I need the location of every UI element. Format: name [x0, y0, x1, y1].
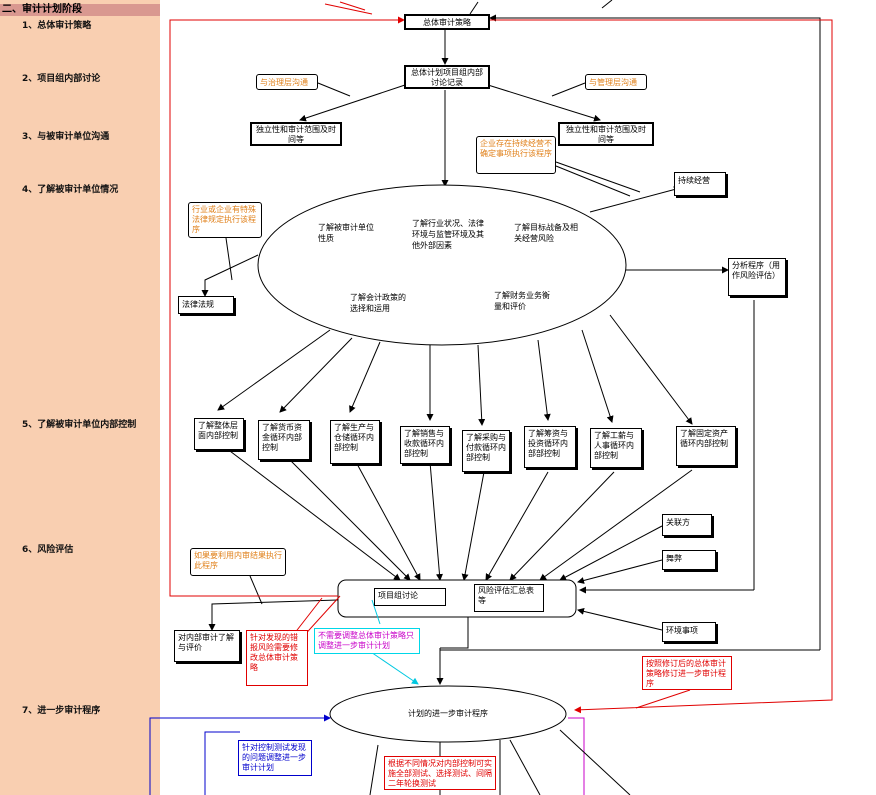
arrow — [589, 186, 681, 213]
down-line — [369, 744, 379, 795]
control-purchase: 了解采购与付款循环内部控制 — [462, 430, 510, 472]
step-further-procedures: 7、进一步审计程序 — [22, 706, 101, 716]
step-team-discussion: 2、项目组内部讨论 — [22, 74, 101, 84]
industry-environment-text: 了解行业状况、法律环境与监管环境及其他外部因素 — [412, 219, 484, 250]
misstatement-callout: 针对发现的错报风险需要修改总体审计策略 — [246, 630, 308, 686]
governance-comm-callout: 与治理层沟通 — [256, 74, 318, 90]
magenta-line — [568, 717, 585, 795]
step-internal-control: 5、了解被审计单位内部控制 — [22, 420, 137, 430]
performance-text: 了解财务业务衡量和评价 — [494, 291, 550, 311]
internal-audit-eval-doc: 对内部审计了解与评价 — [174, 630, 240, 662]
pointer — [555, 165, 631, 197]
pointer — [249, 575, 263, 605]
arrow — [485, 471, 549, 581]
team-discussion-box: 总体计划项目组内部讨论记录 — [404, 65, 490, 89]
step-communication: 3、与被审计单位沟通 — [22, 132, 110, 142]
pointer — [551, 82, 586, 97]
control-financing: 了解筹资与投资循环内部部控制 — [524, 426, 576, 468]
internal-audit-callout: 如果要利用内审结果执行此程序 — [190, 548, 286, 576]
arrow — [429, 461, 443, 581]
further-plan-text: 计划的进一步审计程序 — [408, 709, 488, 718]
risk-summary-box: 风险评估汇总表等 — [474, 584, 544, 612]
arrow — [487, 84, 601, 122]
red-loop-arrow — [169, 16, 405, 597]
related-party-doc: 关联方 — [662, 514, 712, 536]
cyan-arrow — [364, 647, 419, 685]
revised-strategy-callout: 按照修订后的总体审计策略修订进一步审计程序 — [642, 656, 732, 690]
arrow — [509, 471, 615, 581]
no-adjust-callout: 不需要调整总体审计策略只调整进一步审计计划 — [314, 628, 420, 654]
arrow — [217, 329, 331, 411]
control-cash: 了解货币资金循环内部控制 — [258, 420, 310, 460]
red-pointer — [635, 689, 691, 709]
environment-doc: 环境事项 — [662, 622, 716, 642]
understanding-ellipse — [257, 184, 627, 346]
arrow — [559, 525, 663, 581]
control-fixed-assets: 了解固定资产循环内部控制 — [676, 426, 736, 466]
pointer — [225, 237, 233, 281]
independence-left-box: 独立性和审计范围及时间等 — [250, 122, 342, 146]
red-stroke — [324, 3, 373, 15]
arrow — [201, 254, 259, 297]
down-line — [509, 739, 541, 795]
further-plan-ellipse — [329, 685, 567, 743]
entity-nature-text: 了解被审计单位性质 — [318, 223, 374, 243]
red-pointer — [293, 597, 323, 635]
arrow — [539, 469, 693, 581]
pointer — [555, 161, 641, 193]
analytical-doc: 分析程序（用作风险评估） — [728, 258, 786, 296]
arrow — [537, 339, 551, 421]
connector — [440, 617, 469, 649]
step-understand-entity: 4、了解被审计单位情况 — [22, 185, 119, 195]
objectives-risk-text: 了解目标战备及相关经营风险 — [514, 223, 578, 243]
blue-line — [204, 731, 240, 795]
arrow — [355, 461, 421, 581]
section-header: 二、审计计划阶段 — [0, 4, 160, 16]
step-risk-assessment: 6、风险评估 — [22, 545, 74, 555]
down-line — [559, 729, 631, 795]
loop-arrow — [489, 14, 821, 650]
overall-strategy-box: 总体审计策略 — [404, 14, 490, 30]
step-overall-strategy: 1、总体审计策略 — [22, 21, 92, 31]
arrow — [609, 314, 693, 425]
cyan-pointer — [371, 599, 381, 625]
arrow — [581, 329, 614, 423]
arrow — [279, 337, 353, 413]
red-stroke — [339, 1, 366, 11]
independence-right-box: 独立性和审计范围及时间等 — [558, 122, 654, 146]
top-line — [469, 1, 479, 15]
sidebar — [0, 0, 160, 795]
control-production: 了解生产与仓储循环内部控制 — [330, 420, 380, 464]
top-line — [601, 0, 613, 9]
arrow — [461, 471, 485, 581]
law-callout: 行业或企业有特殊法律规定执行该程序 — [188, 202, 262, 238]
pointer — [317, 82, 351, 97]
control-test-callout: 针对控制测试发现的问题调整进一步审计计划 — [238, 740, 312, 776]
arrow — [349, 341, 381, 413]
arrow — [477, 344, 486, 426]
blue-loop-arrow — [149, 714, 331, 795]
laws-doc: 法律法规 — [178, 296, 234, 314]
arrow — [577, 607, 663, 631]
going-concern-callout: 企业存在持续经营不确定事项执行该程序 — [476, 136, 556, 174]
going-concern-doc: 持续经营 — [674, 172, 726, 196]
fraud-doc: 舞弊 — [662, 550, 716, 570]
arrow — [577, 559, 663, 584]
rotation-test-callout: 根据不同情况对内部控制可实施全部测试、选择测试、间隔二年轮换测试 — [384, 756, 496, 790]
control-sales: 了解销售与收款循环内部控制 — [400, 426, 450, 464]
team-talk-box: 项目组讨论 — [374, 588, 446, 606]
accounting-policy-text: 了解会计政策的选择和运用 — [350, 293, 406, 313]
arrow — [221, 444, 401, 581]
control-entity-level: 了解整体层面内部控制 — [194, 418, 244, 450]
arrow — [289, 459, 411, 581]
arrow — [208, 599, 339, 631]
control-payroll: 了解工薪与人事循环内部控制 — [590, 428, 642, 468]
arrow — [299, 84, 406, 122]
management-comm-callout: 与管理层沟通 — [585, 74, 647, 90]
red-loop-arrow — [490, 19, 833, 714]
